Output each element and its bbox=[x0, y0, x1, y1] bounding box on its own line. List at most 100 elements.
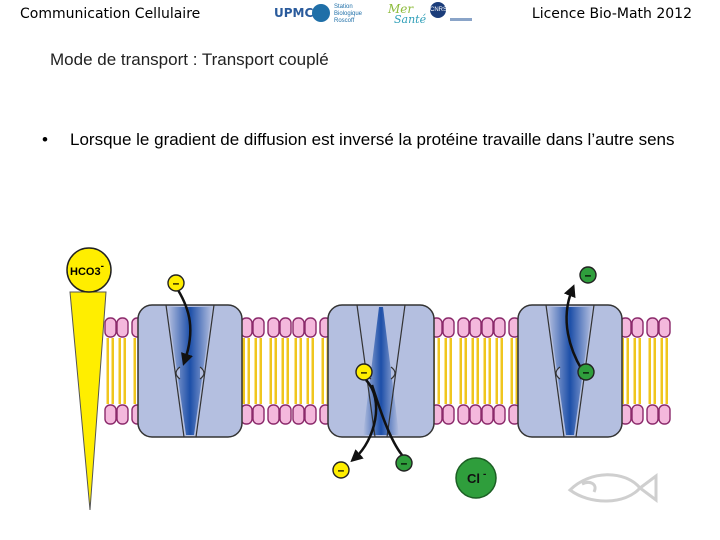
lipid-head bbox=[469, 404, 482, 425]
lipid-molecule bbox=[104, 317, 129, 425]
lipid-tail bbox=[660, 338, 663, 404]
bullet-marker: • bbox=[42, 130, 48, 149]
lipid-head bbox=[116, 404, 129, 425]
lipid-tail bbox=[515, 338, 518, 404]
lipid-tail bbox=[459, 338, 462, 404]
arrow-outward bbox=[563, 284, 584, 371]
lipid-molecule bbox=[481, 317, 506, 425]
channel-divider bbox=[165, 304, 185, 438]
lipid-tail bbox=[633, 338, 636, 404]
slide-title: Mode de transport : Transport couplé bbox=[50, 50, 329, 69]
ion-circle bbox=[355, 363, 373, 381]
lipid-tail bbox=[500, 338, 503, 404]
ions: – – – – – – bbox=[167, 266, 597, 479]
lipid-head bbox=[304, 404, 317, 425]
mer-logo-text: Mer bbox=[388, 2, 414, 16]
chloride-label: Cl- bbox=[467, 469, 486, 486]
chloride-circle bbox=[455, 457, 497, 499]
lipid-tail bbox=[437, 338, 440, 404]
lipid-head bbox=[658, 317, 671, 338]
arrow-down-right bbox=[370, 384, 403, 456]
lipid-head bbox=[252, 317, 265, 338]
ion-circle bbox=[579, 266, 597, 284]
channel-divider bbox=[195, 304, 215, 438]
lipid-tail bbox=[471, 338, 474, 404]
lipid-tail bbox=[638, 338, 641, 404]
sante-logo-text: Santé bbox=[394, 13, 427, 26]
cnrs-logo: CNRS bbox=[430, 2, 447, 18]
lipid-tail bbox=[510, 338, 513, 404]
lipid-head bbox=[292, 317, 305, 338]
lipid-head bbox=[252, 404, 265, 425]
arrow-down-left bbox=[350, 379, 378, 463]
channel-protein bbox=[517, 304, 623, 438]
ion-circle bbox=[167, 274, 185, 292]
lipid-head bbox=[631, 404, 644, 425]
lipid-head bbox=[442, 404, 455, 425]
lipid-head bbox=[646, 404, 659, 425]
lipid-tail bbox=[281, 338, 284, 404]
lipid-head bbox=[481, 404, 494, 425]
header-right-title: Licence Bio-Math 2012 bbox=[531, 6, 692, 22]
ion: – bbox=[395, 454, 413, 472]
gradient-wedge bbox=[69, 291, 107, 511]
ion: – bbox=[577, 363, 595, 381]
hco3-gradient: HCO3- bbox=[66, 247, 112, 511]
lipid-tail bbox=[133, 338, 136, 404]
ion-circle bbox=[577, 363, 595, 381]
channel-proteins bbox=[137, 304, 623, 438]
lipid-head bbox=[279, 317, 292, 338]
channel-divider bbox=[545, 304, 565, 438]
upmc-logo: UPMC bbox=[274, 6, 314, 20]
lipid-head bbox=[279, 404, 292, 425]
lipid-tail bbox=[106, 338, 109, 404]
lipid-head bbox=[104, 317, 117, 338]
lipid-molecule bbox=[292, 317, 317, 425]
lipid-tail bbox=[111, 338, 114, 404]
binding-site bbox=[199, 366, 205, 380]
ion-charge-label: – bbox=[585, 268, 592, 282]
lipid-tail bbox=[247, 338, 250, 404]
lipid-tail bbox=[294, 338, 297, 404]
lipid-tail bbox=[286, 338, 289, 404]
lipid-molecule bbox=[267, 317, 292, 425]
ion: – bbox=[579, 266, 597, 284]
station-biologique-logo-icon bbox=[312, 4, 330, 22]
hco3-ion bbox=[66, 247, 112, 293]
lipid-head bbox=[267, 404, 280, 425]
lipid-tail bbox=[259, 338, 262, 404]
lipid-head bbox=[442, 317, 455, 338]
lipid-head bbox=[116, 317, 129, 338]
chloride-ion: Cl- bbox=[455, 457, 497, 499]
lipid-tail bbox=[269, 338, 272, 404]
lipid-tail bbox=[648, 338, 651, 404]
channel-core bbox=[363, 307, 399, 435]
binding-site bbox=[175, 366, 181, 380]
lipid-head bbox=[646, 317, 659, 338]
ion-circle bbox=[395, 454, 413, 472]
lipid-tail bbox=[449, 338, 452, 404]
cnrs-logo-underline bbox=[450, 18, 472, 21]
ion-circle bbox=[332, 461, 350, 479]
lipid-tail bbox=[665, 338, 668, 404]
lipid-molecule bbox=[619, 317, 644, 425]
lipid-tail bbox=[488, 338, 491, 404]
lipid-head bbox=[493, 317, 506, 338]
lipid-tail bbox=[483, 338, 486, 404]
lipid-tail bbox=[254, 338, 257, 404]
ion: – bbox=[332, 461, 350, 479]
lipid-tail bbox=[495, 338, 498, 404]
header-left-title: Communication Cellulaire bbox=[20, 6, 201, 22]
lipid-molecule bbox=[646, 317, 671, 425]
lipid-head bbox=[469, 317, 482, 338]
binding-site bbox=[555, 366, 561, 380]
lipid-tail bbox=[274, 338, 277, 404]
lipid-head bbox=[457, 404, 470, 425]
lipid-tail bbox=[464, 338, 467, 404]
lipid-tail bbox=[626, 338, 629, 404]
hco3-label-charge: - bbox=[101, 261, 104, 272]
channel-protein bbox=[327, 304, 435, 438]
ion: – bbox=[167, 274, 185, 292]
ion: – bbox=[355, 363, 373, 381]
